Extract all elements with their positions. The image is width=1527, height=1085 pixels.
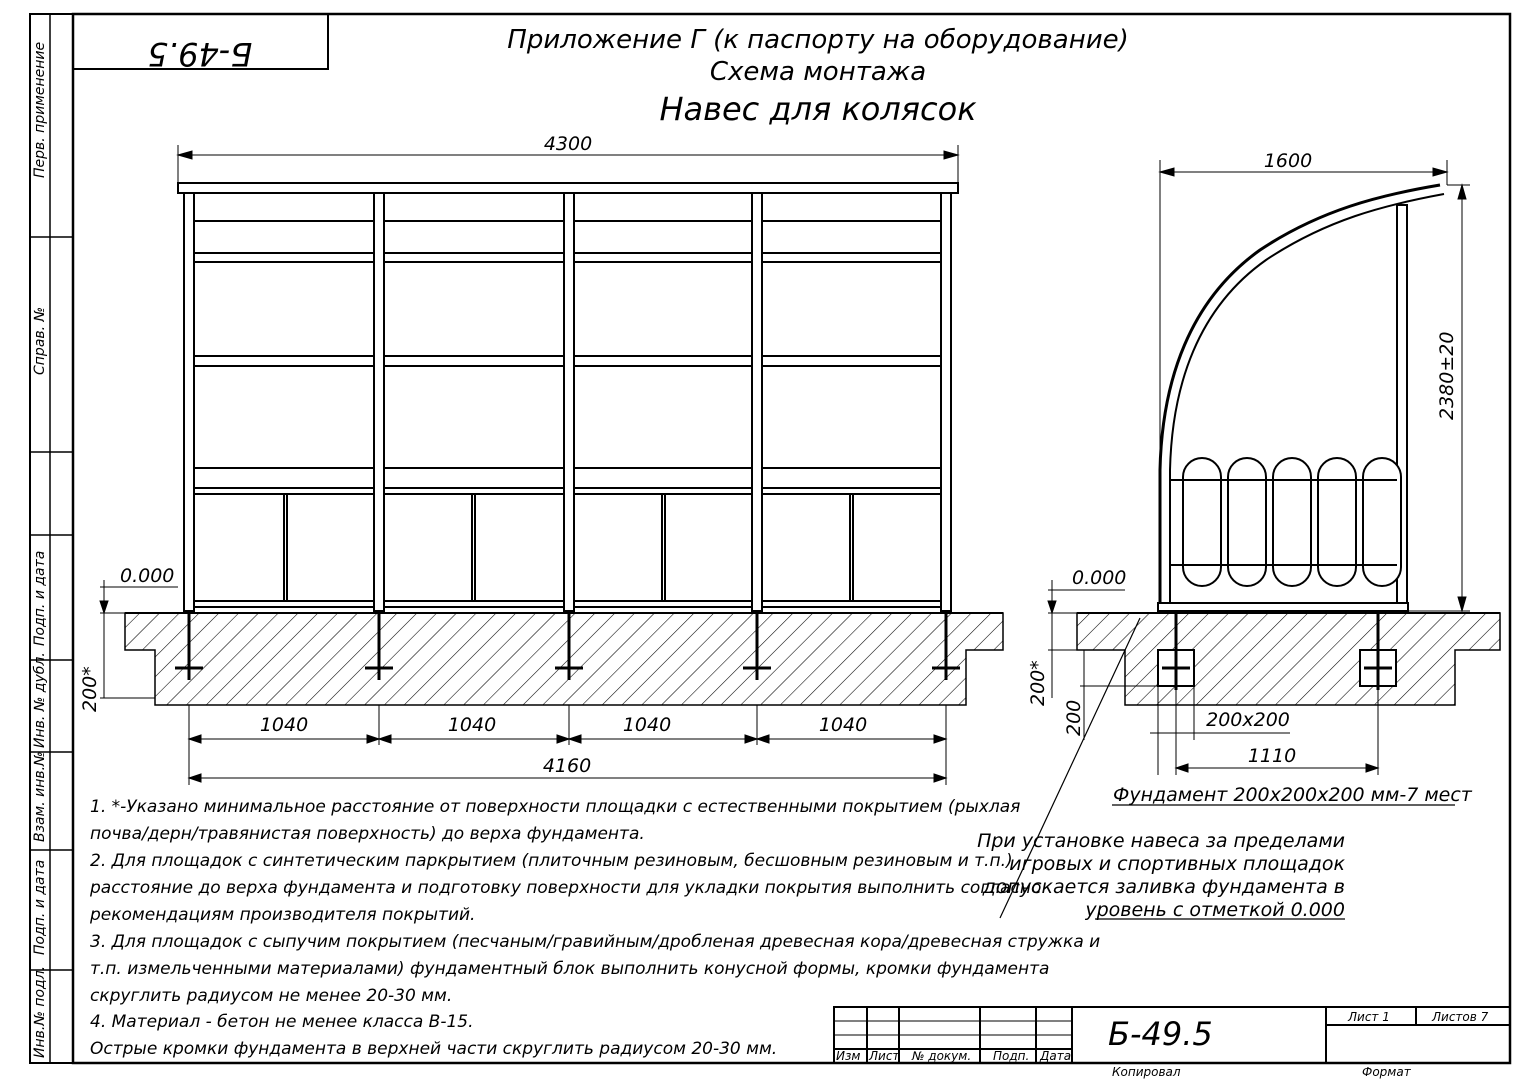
note-line-1: 1. *-Указано минимальное расстояние от п…: [90, 797, 1020, 817]
leader-line: [999, 617, 1141, 919]
dim-1600: [1158, 160, 1449, 470]
front-level-mark: [99, 580, 178, 699]
note-line-2: почва/дерн/травянистая поверхность) до в…: [90, 824, 645, 844]
note-line-7: т.п. измельченными материалами) фундамен…: [90, 959, 1049, 979]
side-label-perv: Перв. применение: [32, 42, 48, 178]
side-foundations: [1157, 613, 1397, 690]
install-note-4: уровень с отметкой 0.000: [1084, 899, 1345, 921]
front-view: 4300 0.000 200*: [79, 133, 1004, 785]
tb-header-list: Лист: [868, 1049, 900, 1063]
tb-sheets: Листов 7: [1431, 1010, 1489, 1024]
tb-format: Формат: [1362, 1065, 1412, 1079]
front-depth-label: 200*: [79, 666, 101, 712]
side-stamp: Перв. применение Справ. № Подп. и дата И…: [32, 42, 48, 1058]
note-line-8: скруглить радиусом не менее 20-30 мм.: [90, 986, 452, 1006]
install-note-3: допускается заливка фундамента в: [982, 876, 1345, 898]
tb-copied: Копировал: [1112, 1065, 1181, 1079]
tb-header-date: Дата: [1039, 1049, 1071, 1063]
dim-1110-label: 1110: [1248, 745, 1296, 767]
side-slats: [1170, 457, 1402, 587]
tb-header-doc: № докум.: [911, 1049, 971, 1063]
front-roof: [177, 182, 959, 194]
title-appendix: Приложение Г (к паспорту на оборудование…: [507, 25, 1128, 55]
side-base: [1157, 602, 1409, 612]
side-depth-label: 200*: [1027, 660, 1049, 706]
note-line-5: рекомендациям производителя покрытий.: [89, 905, 475, 925]
dim-1600-label: 1600: [1264, 150, 1312, 172]
note-line-3: 2. Для площадок с синтетическим паркрыти…: [90, 851, 1013, 871]
front-ground: [124, 612, 1004, 706]
foundation-label: Фундамент 200х200х200 мм-7 мест: [1113, 784, 1473, 806]
dim-span-4: 1040: [819, 714, 867, 736]
dim-4160-label: 4160: [543, 755, 591, 777]
title-scheme: Схема монтажа: [710, 57, 926, 87]
dim-block-label: 200х200: [1206, 709, 1290, 731]
note-line-9: 4. Материал - бетон не менее класса В-15…: [90, 1012, 474, 1032]
side-label-inv-podl: Инв.№ подл.: [32, 966, 48, 1058]
front-level-label: 0.000: [120, 565, 174, 587]
install-note-1: При установке навеса за пределами: [977, 830, 1345, 852]
dim-span-1: 1040: [260, 714, 308, 736]
front-posts: [183, 192, 952, 612]
tb-header-podp: Подп.: [993, 1049, 1029, 1063]
notes-block: 1. *-Указано минимальное расстояние от п…: [89, 797, 1100, 1059]
front-panel-dividers: [283, 494, 854, 601]
note-line-6: 3. Для площадок с сыпучим покрытием (пес…: [90, 932, 1100, 952]
side-level-mark: [1047, 580, 1158, 740]
side-label-sprav: Справ. №: [32, 307, 48, 375]
dim-4300-label: 4300: [544, 133, 592, 155]
dim-spans: [187, 705, 948, 785]
tb-sheet: Лист 1: [1347, 1010, 1390, 1024]
install-note: При установке навеса за пределами игровы…: [977, 830, 1345, 921]
tb-header-izm: Изм: [836, 1049, 860, 1063]
code-box: Б-49.5: [72, 13, 329, 73]
dim-block: [1150, 686, 1380, 775]
side-roof-inner: [1169, 193, 1445, 605]
dim-2380-label: 2380±20: [1436, 332, 1458, 420]
side-level-label: 0.000: [1072, 567, 1126, 589]
sheet-frame: [29, 12, 1512, 1065]
note-line-4: расстояние до верха фундамента и подгото…: [89, 878, 1041, 898]
side-block-height-label: 200: [1063, 700, 1085, 736]
code-mirrored: Б-49.5: [148, 35, 253, 73]
note-line-10: Острые кромки фундамента в верхней части…: [90, 1039, 777, 1059]
side-roof-outer: [1158, 183, 1441, 605]
side-label-podp-1: Подп. и дата: [32, 551, 48, 646]
front-anchors: [175, 611, 960, 680]
title-block: Изм Лист № докум. Подп. Дата Б-49.5 Лист…: [833, 1006, 1511, 1079]
side-ground: [1076, 612, 1501, 706]
title-product: Навес для колясок: [659, 90, 977, 128]
side-view: 1600 2380±20 0.000 200* 200: [999, 150, 1501, 919]
dim-span-3: 1040: [623, 714, 671, 736]
dim-span-2: 1040: [448, 714, 496, 736]
install-note-2: игровых и спортивных площадок: [1009, 853, 1345, 875]
dim-2380: [1408, 183, 1470, 613]
tb-code: Б-49.5: [1108, 1015, 1213, 1053]
side-label-podp-2: Подп. и дата: [32, 860, 48, 955]
side-label-inv-dubl: Инв. № дубл.: [32, 652, 48, 748]
dim-4300: [176, 145, 960, 183]
side-label-vzam: Взам. инв.№: [32, 751, 48, 842]
